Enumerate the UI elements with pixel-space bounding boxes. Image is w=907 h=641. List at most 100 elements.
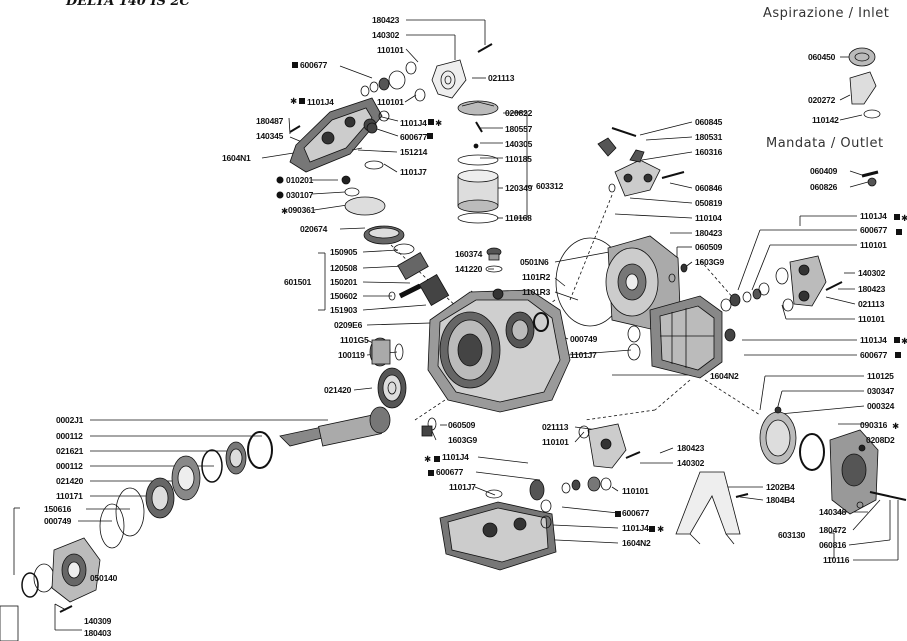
star-mark: ✱ [892,421,899,431]
part-label: 1604N1 [222,153,251,163]
part-label: 021113 [542,422,569,432]
part-label: 603312 [536,181,564,191]
part-label: 603130 [778,530,806,540]
part-label: 000324 [867,401,895,411]
part-label: 1101J7 [449,482,476,492]
part-label: 060846 [695,183,723,193]
pump-body [427,288,571,413]
small-parts-left [341,110,405,245]
part-label: 180423 [858,284,886,294]
part-label: 141220 [455,264,483,274]
part-label: 090361 [288,205,316,215]
part-label: 030347 [867,386,895,396]
part-label: 1101J4 [442,452,469,462]
part-label: 1101J4 [622,523,649,533]
part-label: 020822 [505,108,533,118]
part-label: 1804B4 [766,495,795,505]
part-label: 160316 [695,147,723,157]
part-label: 1101J4 [400,118,427,128]
part-label: 150616 [44,504,72,514]
front-flange [0,537,101,641]
star-mark: ✱ [290,96,297,106]
part-label: 180557 [505,124,533,134]
part-label: 1202B4 [766,482,795,492]
part-label: 021113 [858,299,885,309]
part-label: 180472 [819,525,847,535]
part-label: 060409 [810,166,838,176]
part-label: 021420 [56,476,84,486]
part-label: 1101J7 [570,350,597,360]
part-label: 0501N6 [520,257,549,267]
part-label: 060509 [448,420,476,430]
part-label: 030107 [286,190,314,200]
part-label: 180403 [84,628,112,638]
part-label: 600677 [860,350,888,360]
diagram-title: DELTA 140 IS 2C [66,0,190,9]
part-label: 110104 [695,213,722,223]
part-label: 120508 [330,263,358,273]
part-label: 180487 [256,116,284,126]
part-label: 050140 [90,573,118,583]
valve-group-top-right [597,127,685,197]
part-label: 110168 [505,213,532,223]
crankshaft [279,406,391,447]
mounting-bracket [675,471,749,545]
lower-head-1604N2 [439,423,641,571]
part-label: 140345 [256,131,284,141]
part-label: 100119 [338,350,365,360]
drain-plug [421,417,437,437]
part-label: 021113 [488,73,515,83]
part-label: 150602 [330,291,358,301]
part-label: 110101 [860,240,887,250]
part-label: 140348 [819,507,847,517]
part-label: 000749 [44,516,72,526]
marker-symbols [276,62,902,532]
part-label: 060450 [808,52,836,62]
part-label: 600677 [300,60,328,70]
part-label: 140302 [677,458,705,468]
right-valve-fitting [720,255,843,342]
part-label: 110101 [377,45,404,55]
star-mark: ✱ [435,118,442,128]
part-label: 600677 [400,132,428,142]
part-label: 1101G5 [340,335,369,345]
cage-1604N2 [649,295,723,379]
star-mark: ✱ [424,454,431,464]
plunger-cylinder-stack [457,100,499,224]
part-label: 020272 [808,95,836,105]
part-label: 1101J7 [400,167,427,177]
orings-1101J7 [627,325,641,361]
inlet-parts [848,47,881,119]
part-label: 0208D2 [866,435,895,445]
part-label: 1603G9 [448,435,478,445]
part-label: 120349 [505,183,533,193]
part-label: 150905 [330,247,358,257]
part-label: 140302 [372,30,400,40]
part-label: 1603G9 [695,257,725,267]
part-label: 110101 [622,486,649,496]
part-label: 1101J4 [860,335,887,345]
star-mark: ✱ [281,206,288,216]
shaft-bearings [99,431,273,549]
part-label: 1604N2 [622,538,651,548]
part-label: 140302 [858,268,886,278]
part-label: 060845 [695,117,723,127]
part-label: 050819 [695,198,723,208]
star-mark: ✱ [657,524,664,534]
part-label: 110142 [812,115,839,125]
part-label: 010201 [286,175,314,185]
part-label: 180423 [372,15,400,25]
part-label: 601501 [284,277,312,287]
part-label: 021621 [56,446,84,456]
part-label: 110171 [56,491,83,501]
part-label: 600677 [860,225,888,235]
part-label: 020674 [300,224,328,234]
part-label: 110101 [858,314,885,324]
part-label: 110185 [505,154,532,164]
part-label: 060509 [695,242,723,252]
part-label: 151214 [400,147,428,157]
part-label: 150201 [330,277,358,287]
part-label: 060826 [810,182,838,192]
part-label: 000112 [56,431,83,441]
